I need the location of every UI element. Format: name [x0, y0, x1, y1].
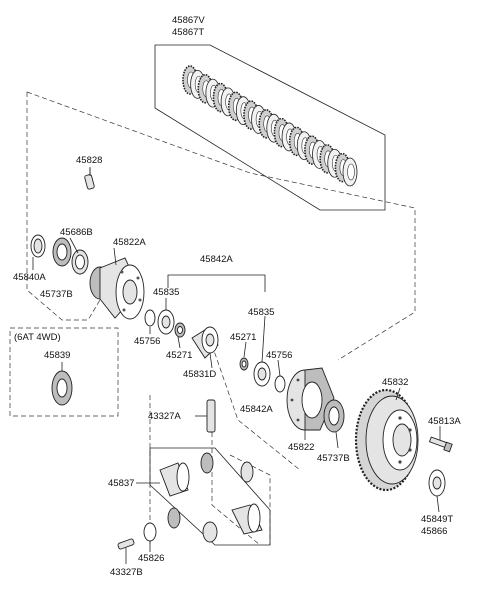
pin-bottom [117, 538, 135, 550]
bearing-right [323, 399, 345, 433]
gear-set-box [149, 447, 271, 546]
label-bearing-cup: 45686B [60, 227, 93, 238]
pin-top [84, 168, 95, 190]
label-pin-top: 45828 [76, 155, 102, 166]
label-case-left: 45822A [113, 237, 146, 248]
side-gear [191, 326, 219, 359]
seal-left [30, 234, 46, 258]
washer-bottom [143, 522, 157, 542]
label-shim-b: 45866 [421, 526, 447, 537]
label-bearing-left: 45737B [40, 289, 73, 300]
label-ring-gear: 45832 [382, 377, 408, 388]
bolt [428, 436, 453, 453]
diff-case-left [89, 257, 145, 320]
washer-right-3 [274, 375, 286, 393]
washer-right [239, 357, 249, 371]
shim [428, 469, 446, 497]
ring-gear [354, 388, 419, 492]
label-shim-a: 45849T [421, 514, 453, 525]
label-case-right: 45822 [288, 442, 314, 453]
label-washer-tr: 45835 [248, 307, 274, 318]
label-washer-b: 45826 [138, 553, 164, 564]
label-variant-part: 45839 [44, 350, 70, 361]
washer-right-2 [253, 361, 271, 387]
label-washer-r2: 45756 [266, 350, 292, 361]
washer-mid [174, 322, 186, 338]
label-variant-note: (6AT 4WD) [14, 332, 61, 343]
label-plates-t: 45867T [172, 27, 204, 38]
label-group: 45842A [200, 254, 233, 265]
label-washer-tl2: 45756 [134, 336, 160, 347]
bearing-cup [71, 249, 89, 275]
label-pinion-shaft: 43327A [148, 411, 181, 422]
label-pin-bottom: 43327B [110, 567, 143, 578]
label-seal-left: 45840A [13, 272, 46, 283]
label-case-mid: 45842A [240, 404, 273, 415]
label-washer-r: 45271 [230, 332, 256, 343]
callout-labels: 45867V 45867T 45828 45686B 45822A 45842A… [13, 15, 461, 578]
label-washer-m: 45271 [166, 350, 192, 361]
bearing-left [52, 237, 72, 267]
group-bracket [167, 274, 266, 292]
washer-left-2 [157, 309, 175, 335]
label-shaft: 45831D [183, 369, 216, 380]
label-bolt: 45813A [428, 416, 461, 427]
label-plates-v: 45867V [172, 15, 205, 26]
pinion-shaft [206, 399, 216, 433]
label-washer-tl: 45835 [153, 287, 179, 298]
clutch-plate-stack [154, 44, 386, 211]
variant-box [9, 327, 119, 417]
clutch-plate-bore [347, 163, 355, 181]
label-bearing-right: 45737B [317, 453, 350, 464]
label-gear-set: 45837 [108, 478, 134, 489]
washer-left [144, 309, 156, 327]
leader-lines [32, 167, 441, 564]
